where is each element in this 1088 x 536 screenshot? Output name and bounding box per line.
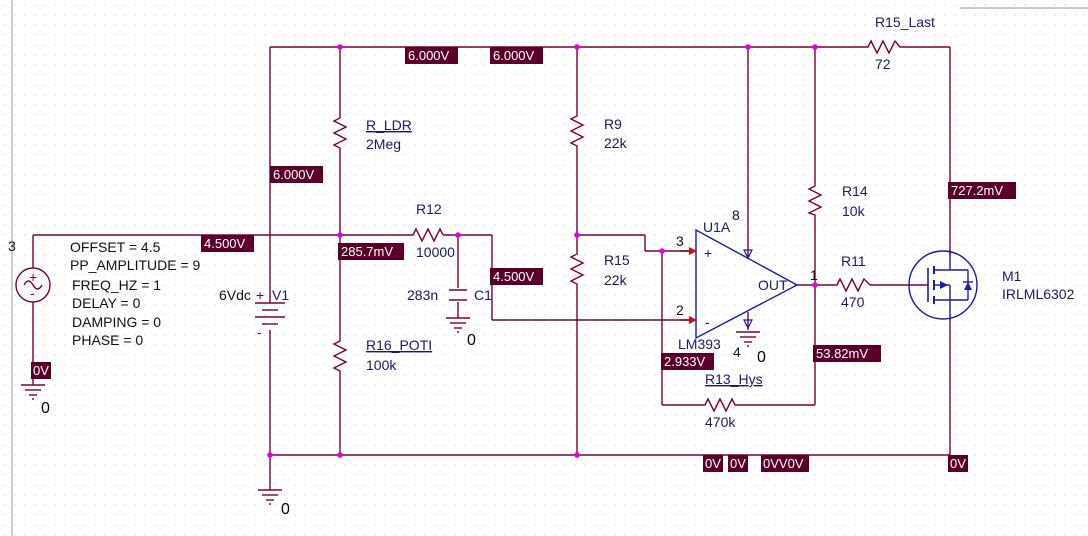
- voltage-tag-top-right[interactable]: 6.000V: [490, 47, 543, 64]
- svg-text:0V: 0V: [950, 456, 966, 471]
- v1-dc-source[interactable]: + -: [255, 287, 285, 340]
- svg-text:0V: 0V: [33, 363, 49, 378]
- svg-text:285.7mV: 285.7mV: [341, 244, 393, 259]
- r-ldr-resistor[interactable]: [332, 112, 348, 152]
- r14-ref-label: R14: [842, 183, 868, 199]
- voltage-tag-out-node[interactable]: 727.2mV: [948, 182, 1016, 199]
- r-ldr-ref-label[interactable]: R_LDR: [366, 117, 412, 133]
- r13-hys-resistor[interactable]: [700, 397, 736, 413]
- svg-text:6.000V: 6.000V: [408, 48, 450, 63]
- mosfet-m1[interactable]: [908, 250, 978, 320]
- svg-text:+: +: [29, 269, 37, 285]
- u1-pin-minus-label: 2: [676, 302, 684, 318]
- source-phase-label: PHASE = 0: [72, 332, 143, 348]
- svg-text:-: -: [30, 285, 35, 301]
- r15-resistor[interactable]: [569, 248, 585, 288]
- opamp-u1a[interactable]: [680, 220, 799, 340]
- ground-main: [258, 489, 282, 505]
- source-ref-label: 3: [8, 238, 16, 254]
- svg-text:+: +: [256, 287, 264, 303]
- voltage-tag-src-bottom[interactable]: 0V: [31, 362, 51, 379]
- r13-value-label: 470k: [705, 414, 736, 430]
- junction-dots: [267, 44, 818, 458]
- ground-source: [21, 384, 45, 400]
- c1-capacitor[interactable]: [449, 289, 467, 301]
- ground-c1-label: 0: [467, 332, 476, 349]
- r16-value-label: 100k: [366, 357, 397, 373]
- r12-ref-label: R12: [416, 201, 442, 217]
- r13-ref-label[interactable]: R13_Hys: [705, 371, 763, 387]
- u1-pin-out-label: 1: [810, 267, 818, 283]
- r15-last-resistor[interactable]: [862, 39, 905, 55]
- voltage-tag-left-rail[interactable]: 6.000V: [270, 166, 323, 183]
- u1-plus-sign: +: [704, 245, 712, 261]
- source-freq-label: FREQ_HZ = 1: [72, 277, 161, 293]
- r11-ref-label: R11: [841, 253, 866, 269]
- m1-part-label: IRLML6302: [1002, 286, 1075, 302]
- svg-text:-: -: [257, 324, 262, 340]
- r11-resistor[interactable]: [832, 277, 871, 293]
- u1-pin-vcc-label: 8: [732, 207, 740, 223]
- r16-ref-label[interactable]: R16_POTI: [366, 337, 432, 353]
- svg-text:2.933V: 2.933V: [664, 354, 706, 369]
- source-delay-label: DELAY = 0: [72, 295, 141, 311]
- r15-last-value-label: 72: [875, 56, 891, 72]
- svg-text:0V: 0V: [705, 456, 721, 471]
- svg-text:6.000V: 6.000V: [273, 167, 315, 182]
- u1-out-label: OUT: [758, 277, 788, 293]
- voltage-tag-src-node[interactable]: 4.500V: [201, 235, 254, 252]
- svg-text:0VV0V: 0VV0V: [763, 456, 804, 471]
- ground-main-label: 0: [281, 501, 290, 518]
- svg-text:53.82mV: 53.82mV: [816, 346, 868, 361]
- r14-resistor[interactable]: [807, 180, 823, 218]
- r12-resistor[interactable]: [408, 227, 444, 243]
- voltage-tag-bottom-4[interactable]: 0V: [948, 455, 968, 472]
- u1-pin-gnd-label: 4: [733, 344, 741, 360]
- r-ldr-value-label: 2Meg: [366, 136, 401, 152]
- source-damping-label: DAMPING = 0: [72, 314, 161, 330]
- r9-value-label: 22k: [604, 135, 628, 151]
- u1-minus-sign: -: [705, 314, 710, 330]
- u1-part-label: LM393: [678, 336, 721, 352]
- voltage-tag-minus-node[interactable]: 2.933V: [661, 353, 714, 370]
- r15-value-label: 22k: [604, 272, 628, 288]
- voltage-tag-opamp-out[interactable]: 53.82mV: [813, 345, 881, 362]
- svg-text:0V: 0V: [730, 456, 746, 471]
- source-amplitude-label: PP_AMPLITUDE = 9: [70, 257, 201, 273]
- svg-text:4.500V: 4.500V: [493, 269, 535, 284]
- source-offset-label: OFFSET = 4.5: [70, 239, 161, 255]
- r15-ref-label: R15: [604, 252, 630, 268]
- r16-poti-resistor[interactable]: [332, 335, 348, 375]
- m1-ref-label: M1: [1002, 268, 1022, 284]
- svg-text:6.000V: 6.000V: [493, 48, 535, 63]
- voltage-tag-bottom-2[interactable]: 0V: [728, 455, 748, 472]
- ac-source[interactable]: + -: [15, 267, 51, 303]
- ground-opamp: [736, 331, 760, 347]
- svg-text:4.500V: 4.500V: [204, 236, 246, 251]
- voltage-tag-ldr-node[interactable]: 285.7mV: [338, 243, 404, 260]
- r9-ref-label: R9: [604, 116, 622, 132]
- voltage-tag-top-left[interactable]: 6.000V: [405, 47, 458, 64]
- u1-pin-plus-label: 3: [676, 233, 684, 249]
- voltage-tag-bottom-1[interactable]: 0V: [703, 455, 723, 472]
- r12-value-label: 10000: [416, 244, 455, 260]
- u1-ref-label: U1A: [703, 219, 731, 235]
- svg-text:727.2mV: 727.2mV: [951, 183, 1003, 198]
- ground-c1: [446, 317, 470, 333]
- r15-last-ref-label: R15_Last: [875, 14, 935, 30]
- r14-value-label: 10k: [842, 203, 866, 219]
- c1-value-label: 283n: [407, 287, 438, 303]
- ground-opamp-label: 0: [757, 349, 766, 366]
- r11-value-label: 470: [841, 294, 865, 310]
- v1-ref-label: V1: [272, 287, 289, 303]
- voltage-tag-c1-node[interactable]: 4.500V: [490, 268, 543, 285]
- v1-value-label: 6Vdc: [219, 287, 251, 303]
- ground-source-label: 0: [41, 400, 50, 417]
- voltage-tag-bottom-3[interactable]: 0VV0V: [761, 455, 809, 472]
- r9-resistor[interactable]: [569, 110, 585, 150]
- c1-ref-label: C1: [474, 287, 492, 303]
